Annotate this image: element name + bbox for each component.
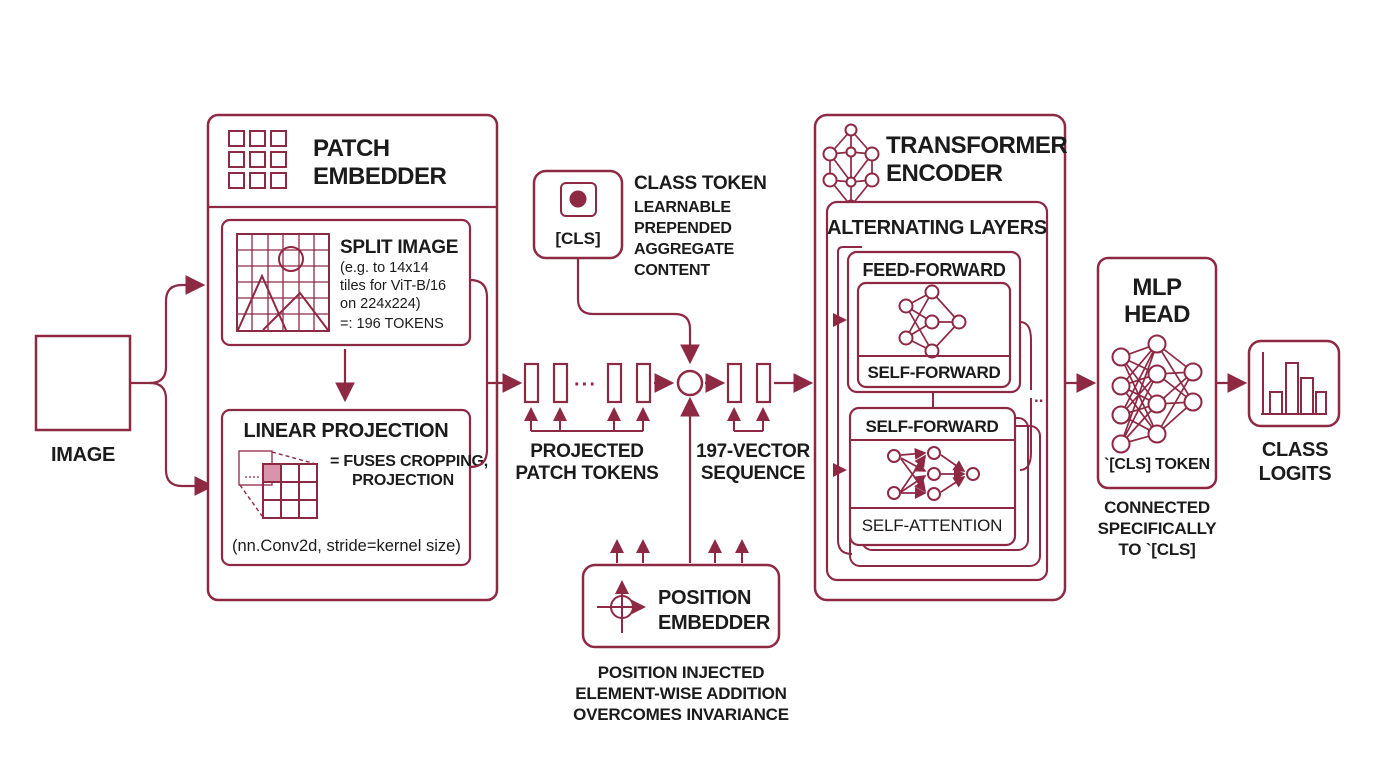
projection-code: (nn.Conv2d, stride=kernel size) [232, 537, 461, 555]
input-image-node: IMAGE [34, 275, 215, 496]
class-logits-label-1: CLASS [1262, 439, 1328, 461]
patch-embedder-title-2: EMBEDDER [313, 163, 447, 190]
split-image-title: SPLIT IMAGE [340, 237, 458, 258]
feed-forward-block: FEED-FORWARD SELF-FORWARD [846, 250, 1022, 394]
projection-note-1: = FUSES CROPPING, [330, 453, 488, 470]
mlp-note-2: SPECIFICALLY [1098, 519, 1218, 538]
self-forward-caption: SELF-FORWARD [867, 363, 1000, 382]
position-axes-icon [597, 580, 646, 633]
self-attention-net-icon [887, 446, 980, 501]
image-box [34, 334, 132, 432]
mlp-head-block: MLP HEAD `[CLS] TOKEN CONNECTED SPECIFIC… [1096, 256, 1218, 559]
patch-token [552, 362, 569, 404]
class-logits-label-2: LOGITS [1259, 463, 1332, 485]
projected-label-2: PATCH TOKENS [515, 463, 658, 484]
class-token-line-2: PREPENDED [634, 220, 732, 237]
linear-projection-box [220, 408, 472, 567]
mlp-title-2: HEAD [1124, 301, 1190, 328]
sequence-token [755, 362, 772, 404]
projected-tokens-bracket [524, 407, 650, 432]
cls-to-merge-arrow [576, 258, 700, 365]
image-label: IMAGE [51, 444, 115, 466]
transformer-title-2: ENCODER [886, 160, 1003, 187]
class-token-line-4: CONTENT [634, 262, 710, 279]
token-sequence: ··· PROJECTED PATCH TOKENS 197-VECTOR SE… [515, 362, 814, 484]
embedder-merge-lines [469, 278, 489, 469]
mlp-net-icon [1111, 334, 1203, 454]
layer-loop-line [837, 246, 862, 555]
self-forward-header: SELF-FORWARD [865, 417, 998, 436]
split-image-icon [236, 233, 330, 332]
patches-grid-icon [228, 130, 287, 189]
mlp-caption: `[CLS] TOKEN [1104, 456, 1210, 473]
image-to-projection-arrow [149, 381, 215, 496]
position-note-3: OVERCOMES INVARIANCE [573, 705, 789, 724]
repeat-dots: .. [1034, 387, 1043, 406]
patch-embedder-title-1: PATCH [313, 135, 390, 162]
transformer-title-1: TRANSFORMER [886, 132, 1067, 159]
vector-label-2: SEQUENCE [701, 463, 805, 484]
feed-forward-label: FEED-FORWARD [862, 260, 1005, 280]
position-note-1: POSITION INJECTED [598, 663, 765, 682]
projected-label-1: PROJECTED [530, 441, 643, 462]
patch-embedder: PATCH EMBEDDER SPLIT IMAGE (e.g. to 14x1… [206, 113, 523, 602]
position-note-2: ELEMENT-WISE ADDITION [575, 684, 786, 703]
alternating-layers-title: ALTERNATING LAYERS [827, 217, 1047, 239]
split-image-line-3: on 224x224) [340, 296, 421, 312]
sequence-token [726, 362, 743, 404]
cls-dot-icon [569, 190, 587, 208]
self-attention-block: SELF-FORWARD SELF-ATTENTION [848, 406, 1017, 547]
mlp-note-1: CONNECTED [1104, 498, 1210, 517]
class-token-block: [CLS] CLASS TOKEN LEARNABLE PREPENDED AG… [532, 169, 767, 365]
class-logits-block: CLASS LOGITS [1247, 339, 1341, 485]
repeat-brace [1019, 321, 1032, 471]
vector-sequence-bracket [727, 407, 770, 432]
linear-projection-title: LINEAR PROJECTION [244, 420, 449, 442]
class-token-line-1: LEARNABLE [634, 199, 731, 216]
class-token-line-3: AGGREGATE [634, 241, 735, 258]
patch-token [606, 362, 623, 404]
mlp-title-1: MLP [1132, 274, 1182, 301]
position-embedder-block: POSITION EMBEDDER POSITION INJECTED ELEM… [573, 396, 789, 724]
position-title-1: POSITION [658, 587, 751, 609]
vector-label-1: 197-VECTOR [696, 441, 810, 462]
position-embedder-box [581, 563, 781, 649]
self-attention-caption: SELF-ATTENTION [862, 516, 1002, 535]
cls-inner-square [560, 182, 597, 217]
feed-forward-inner-box [856, 281, 1012, 389]
merge-node [676, 369, 704, 397]
split-image-line-1: (e.g. to 14x14 [340, 260, 429, 276]
split-image-line-2: tiles for ViT-B/16 [340, 278, 446, 294]
position-title-2: EMBEDDER [658, 612, 771, 634]
patch-token [523, 362, 540, 404]
token-ellipsis: ··· [574, 374, 597, 396]
patch-token [635, 362, 652, 404]
projection-icon [238, 450, 318, 519]
linear-projection-block: LINEAR PROJECTION = FUSES CROPPING, PROJ… [220, 408, 488, 567]
split-image-block: SPLIT IMAGE (e.g. to 14x14 tiles for ViT… [220, 218, 472, 347]
split-image-line-4: =: 196 TOKENS [340, 316, 444, 332]
image-to-split-arrow [130, 275, 206, 385]
feed-forward-net-icon [898, 284, 967, 359]
transformer-encoder: TRANSFORMER ENCODER ALTERNATING LAYERS F… [813, 113, 1068, 602]
projection-note-2: PROJECTION [352, 472, 454, 489]
mlp-note-3: TO `[CLS] [1118, 540, 1195, 559]
class-token-title: CLASS TOKEN [634, 173, 767, 194]
cls-tag: [CLS] [555, 229, 600, 248]
bar-chart-icon [1261, 352, 1327, 415]
